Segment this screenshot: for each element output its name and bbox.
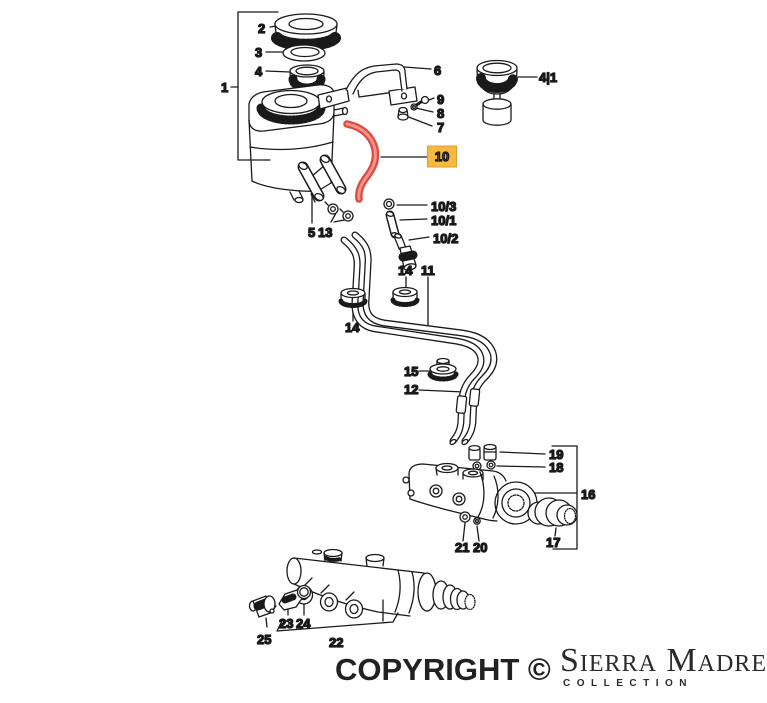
reservoir-cap [271,13,341,51]
part-label-15: 15 [404,364,418,379]
plug-25 [248,595,276,618]
part-label-10-2: 10/2 [433,231,458,246]
leader-lines [230,24,578,628]
part-label-22: 22 [329,635,343,650]
part-label-2: 2 [258,21,265,36]
switch-23 [269,589,304,614]
seal-ring [282,44,326,62]
washer-20 [473,517,481,525]
part-label-9: 9 [437,92,444,107]
part-label-14-right: 14 [398,263,413,278]
part-10-highlight[interactable]: 10 [427,145,457,168]
part-label-24: 24 [296,616,311,631]
part-label-13: 13 [318,225,332,240]
part-label-23: 23 [279,616,293,631]
brand-logo: Sierra Madre COLLECTION [560,642,767,690]
part-label-8: 8 [437,106,444,121]
part-label-25: 25 [257,632,271,647]
brand-name: Sierra Madre [560,642,767,679]
assembly-bracket-22 [276,612,399,632]
nut-21 [459,511,471,523]
brake-lines [340,231,498,446]
part-label-18: 18 [549,460,563,475]
o-ring-24 [296,584,312,600]
hose-highlighted [343,120,380,203]
part-label-4-1: 4|1 [539,70,557,85]
master-cylinder-lower [286,548,476,619]
brand-subtitle: COLLECTION [563,678,693,689]
fitting-10-2 [394,233,418,271]
caps-19 [468,443,497,461]
fitting-10-3 [383,198,395,210]
washer-8 [410,103,418,111]
part-label-5: 5 [308,225,315,240]
part-label-21: 21 [455,540,469,555]
part-label-1: 1 [221,80,228,95]
grommet-14-right [390,286,420,307]
hose-clamps-13 [324,201,354,222]
assembly-bracket-16 [551,445,578,550]
mounting-bracket [317,63,418,110]
part-label-10-1: 10/1 [431,213,456,228]
assembly-bracket-1 [237,11,279,161]
part-label-4: 4 [255,64,263,79]
part-label-17: 17 [546,535,560,550]
part-label-10[interactable]: 10 [434,148,450,164]
part-label-12: 12 [404,382,418,397]
part-label-16: 16 [581,487,595,502]
boot-17 [527,497,578,527]
part-label-6: 6 [434,63,441,78]
grommet-14-left [338,287,368,308]
part-label-20: 20 [473,540,487,555]
part-label-14-left: 14 [345,320,360,335]
part-label-19: 19 [549,447,563,462]
part-label-10-3: 10/3 [431,199,456,214]
part-label-11: 11 [421,263,435,278]
copyright-text: COPYRIGHT © [335,652,551,687]
grommet-7 [397,106,409,121]
part-label-7: 7 [437,120,444,135]
supply-hoses [297,154,347,202]
grommet-15 [427,357,459,382]
part-label-3: 3 [255,45,262,60]
strainer-alt-4-1 [476,59,518,126]
